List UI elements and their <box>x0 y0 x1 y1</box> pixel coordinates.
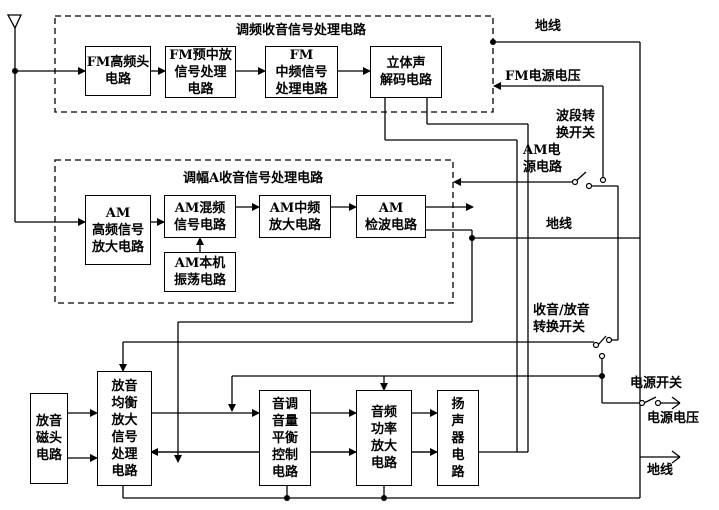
am-mixer-block: AM混频 信号电路 <box>164 195 236 238</box>
fm-if-block: FM 中频信号 处理电路 <box>265 46 338 98</box>
antenna-icon <box>6 14 23 30</box>
tape-head-block: 放音 磁头 电路 <box>30 393 68 484</box>
playback-eq-amp-block: 放音 均衡 放大 信号 处理 电路 <box>97 371 152 486</box>
am-detector-block: AM 检波电路 <box>356 195 426 238</box>
band-switch-label: 波段转 换开关 <box>556 109 596 141</box>
radio-tape-switch-label: 收音/放音 转换开关 <box>533 303 590 335</box>
am-oscillator-block: AM本机 振荡电路 <box>164 252 236 292</box>
ground-label-mid: 地线 <box>546 217 573 232</box>
fm-if-preamp-block: FM预中放 信号处理 电路 <box>165 46 236 98</box>
fm-group-frame <box>54 15 494 113</box>
power-amp-block: 音频 功率 放大 电路 <box>356 390 412 486</box>
fm-group-title: 调频收音信号处理电路 <box>236 23 367 38</box>
power-voltage-label: 电源电压 <box>647 411 700 426</box>
am-rf-block: AM 高频信号 放大电路 <box>85 195 151 265</box>
fm-rf-block: FM高频头 电路 <box>85 46 151 96</box>
am-group-frame <box>54 159 454 304</box>
fm-power-label: FM电源电压 <box>505 69 581 84</box>
am-group-title: 调幅A收音信号处理电路 <box>183 171 324 186</box>
am-if-block: AM中频 放大电路 <box>259 195 331 238</box>
speaker-block: 扬 声 器 电 路 <box>437 390 479 486</box>
stereo-decoder-block: 立体声 解码电路 <box>370 46 442 98</box>
ground-label-top: 地线 <box>535 19 562 34</box>
power-switch-label: 电源开关 <box>630 376 683 391</box>
am-power-label: AM电 源电路 <box>523 143 563 175</box>
tone-volume-block: 音调 音量 平衡 控制 电路 <box>259 390 311 486</box>
ground-label-bottom: 地线 <box>647 463 674 478</box>
